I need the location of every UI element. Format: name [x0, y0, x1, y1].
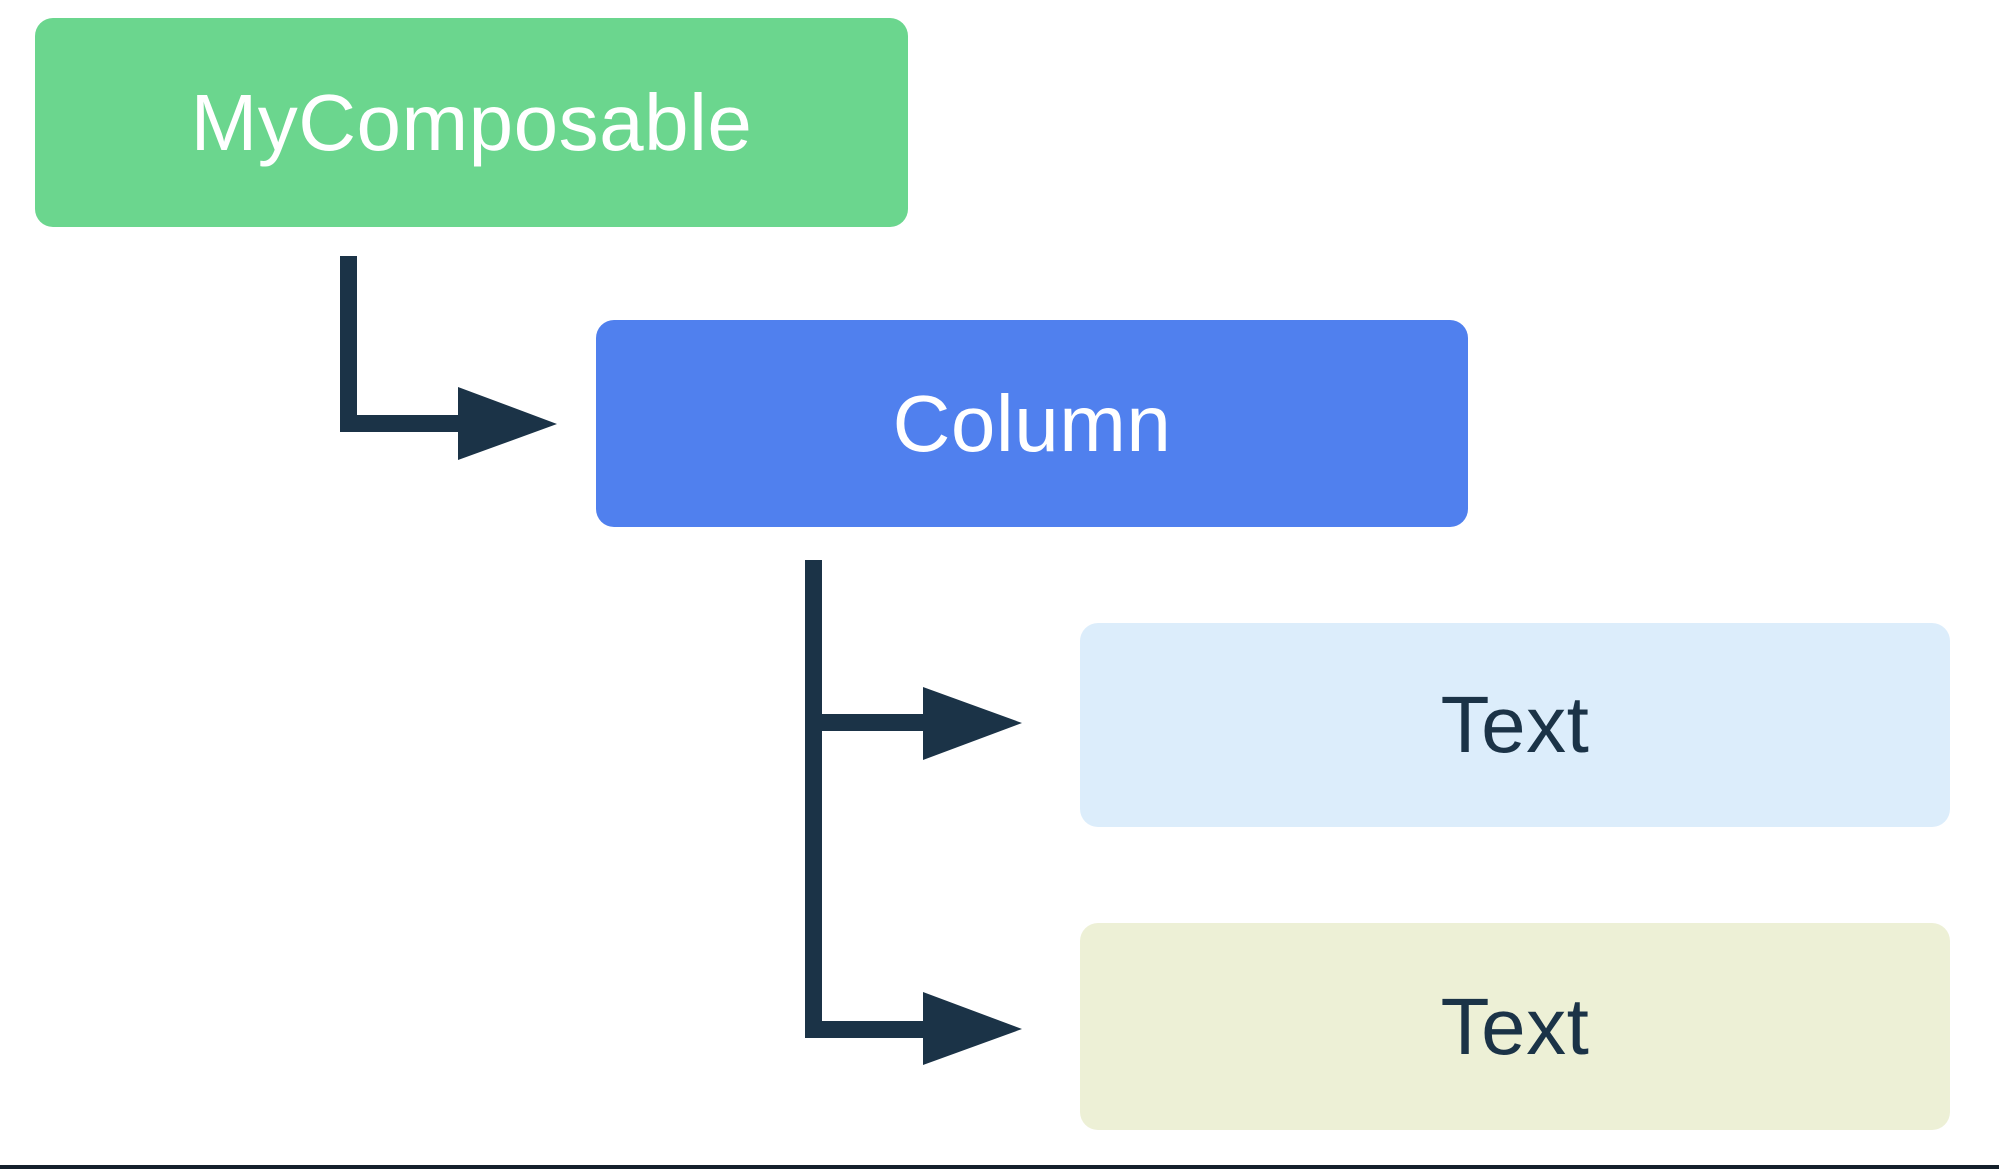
node-text-first[interactable]: Text — [1080, 623, 1950, 827]
footer-divider — [0, 1165, 1999, 1169]
node-mycomposable[interactable]: MyComposable — [35, 18, 908, 227]
arrowhead-icon — [923, 687, 1022, 760]
edge-column-to-text-1 — [805, 560, 1022, 1038]
arrowhead-icon — [923, 992, 1022, 1065]
node-label-text-second: Text — [1440, 981, 1590, 1071]
node-label-mycomposable: MyComposable — [190, 77, 753, 167]
edge-root-to-column — [340, 256, 557, 460]
edge-column-to-text-2 — [805, 992, 1022, 1065]
node-label-column: Column — [892, 378, 1172, 468]
node-label-text-first: Text — [1440, 680, 1590, 769]
arrowhead-icon — [458, 387, 557, 460]
node-text-second[interactable]: Text — [1080, 923, 1950, 1130]
node-column[interactable]: Column — [596, 320, 1468, 527]
